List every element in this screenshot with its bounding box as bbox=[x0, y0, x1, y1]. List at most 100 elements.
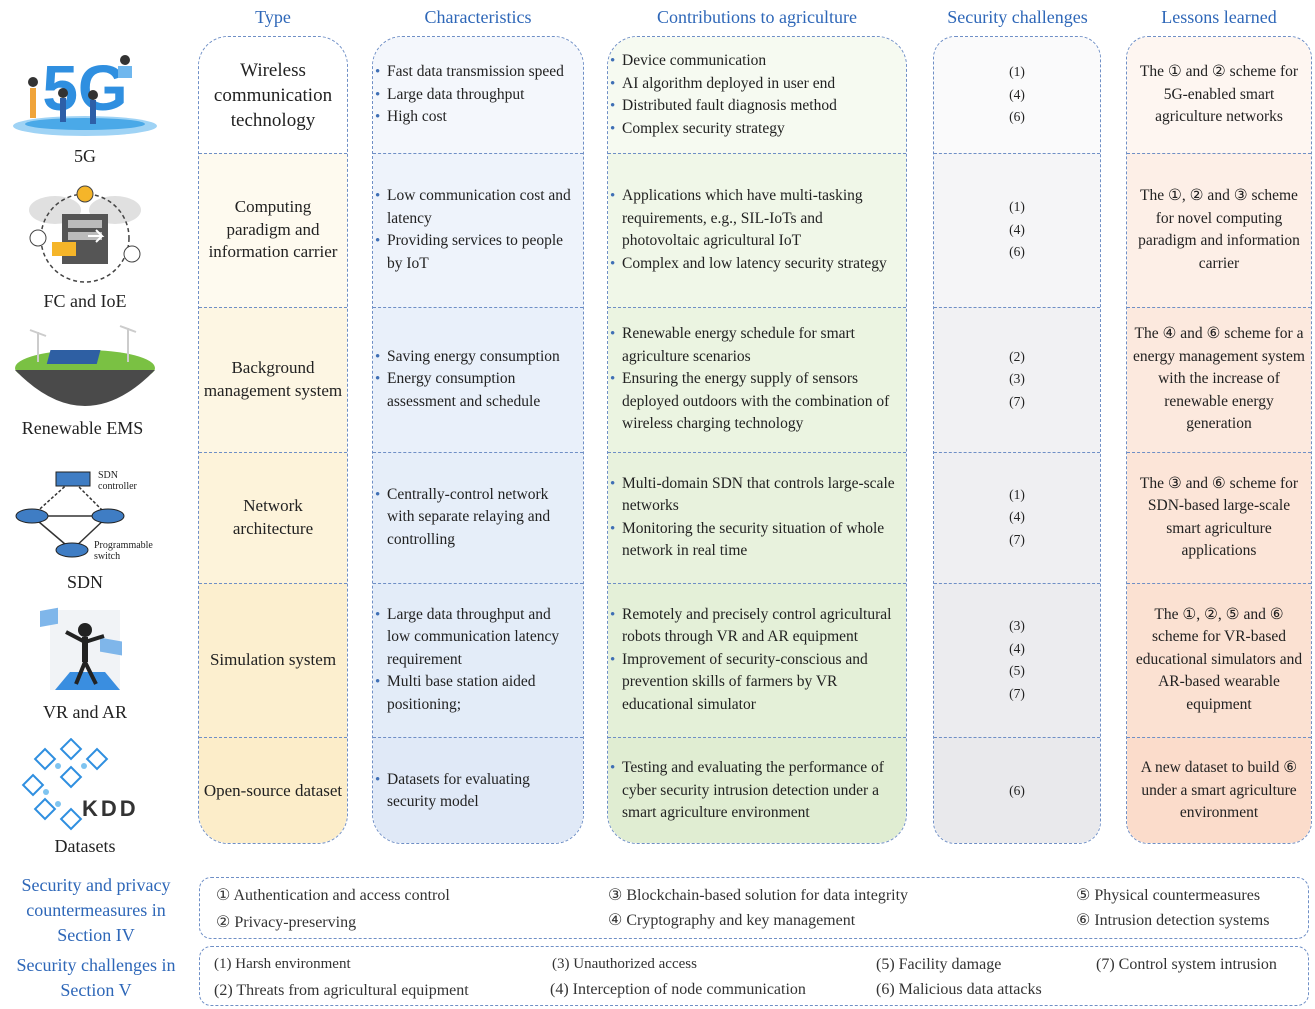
legend-item: (6) Malicious data attacks bbox=[876, 981, 1042, 998]
legend-item: ④ Cryptography and key management bbox=[608, 912, 856, 929]
security-challenges-column: (1) (4) (6) (1) (4) (6) (2) (3) (7) (1) … bbox=[933, 36, 1101, 844]
legend-item: (7) Control system intrusion bbox=[1096, 956, 1277, 973]
challenge-list: (2) (3) (7) bbox=[934, 346, 1100, 414]
list-item: AI algorithm deployed in user end bbox=[610, 73, 837, 96]
legend-item: (2) Threats from agricultural equipment bbox=[214, 982, 469, 999]
characteristics-list: Centrally-control network with separate … bbox=[373, 484, 583, 552]
contributions-list: Testing and evaluating the performance o… bbox=[608, 757, 906, 825]
challenges-legend-title: Security challenges in Section V bbox=[16, 955, 176, 1000]
kdd-dataset-icon: KDD bbox=[0, 737, 170, 833]
contributions-list: Applications which have multi-tasking re… bbox=[608, 185, 906, 275]
lesson-text: The ①, ② and ③ scheme for novel computin… bbox=[1138, 187, 1300, 272]
list-item: Device communication bbox=[610, 50, 837, 73]
list-item: Multi base station aided positioning; bbox=[375, 671, 577, 716]
challenge-ref: (1) bbox=[1009, 64, 1025, 80]
challenge-list: (1) (4) (7) bbox=[934, 484, 1100, 552]
challenge-ref: (4) bbox=[1009, 221, 1025, 237]
list-item: Large data throughput bbox=[375, 84, 564, 107]
lesson-text: The ① and ② scheme for 5G-enabled smart … bbox=[1139, 63, 1299, 126]
list-item: Renewable energy schedule for smart agri… bbox=[610, 323, 900, 368]
legend-item: ② Privacy-preserving bbox=[216, 914, 357, 931]
header-characteristics: Characteristics bbox=[424, 7, 532, 27]
icon-label-datasets: Datasets bbox=[54, 836, 116, 856]
legend-item: (4) Interception of node communication bbox=[550, 981, 806, 998]
icon-label-sdn: SDN bbox=[66, 572, 103, 592]
list-item: High cost bbox=[375, 106, 564, 129]
list-item: Centrally-control network with separate … bbox=[375, 484, 577, 552]
legend-item: (1) Harsh environment bbox=[214, 956, 351, 972]
list-item: Complex and low latency security strateg… bbox=[610, 253, 900, 276]
challenge-list: (1) (4) (6) bbox=[934, 196, 1100, 264]
challenge-ref: (2) bbox=[1009, 348, 1025, 364]
list-item: Remotely and precisely control agricultu… bbox=[610, 604, 900, 649]
list-item: Complex security strategy bbox=[610, 118, 837, 141]
contributions-list: Multi-domain SDN that controls large-sca… bbox=[608, 473, 906, 563]
sdn-controller-label: SDN controller bbox=[98, 470, 137, 492]
list-item: Multi-domain SDN that controls large-sca… bbox=[610, 473, 900, 518]
challenge-ref: (1) bbox=[1009, 199, 1025, 215]
type-cell: Computing paradigm and information carri… bbox=[208, 197, 338, 262]
challenge-list: (1) (4) (6) bbox=[934, 61, 1100, 129]
challenge-ref: (3) bbox=[1009, 371, 1025, 387]
challenge-ref: (5) bbox=[1009, 663, 1025, 678]
challenge-ref: (6) bbox=[1009, 244, 1025, 260]
header-contributions: Contributions to agriculture bbox=[657, 7, 857, 27]
icon-label-5g: 5G bbox=[74, 146, 96, 166]
header-lessons-learned: Lessons learned bbox=[1161, 7, 1277, 27]
lesson-text: The ④ and ⑥ scheme for a energy manageme… bbox=[1133, 325, 1305, 433]
legend-item: ① Authentication and access control bbox=[216, 887, 450, 904]
list-item: Saving energy consumption bbox=[375, 346, 577, 369]
type-cell: Simulation system bbox=[209, 649, 337, 669]
challenge-ref: (6) bbox=[1009, 782, 1025, 798]
list-item: Improvement of security-conscious and pr… bbox=[610, 649, 900, 717]
challenges-legend: (1) Harsh environment (2) Threats from a… bbox=[199, 946, 1309, 1006]
challenge-ref: (4) bbox=[1009, 509, 1025, 525]
lesson-text: The ①, ②, ⑤ and ⑥ scheme for VR-based ed… bbox=[1135, 605, 1303, 713]
challenge-ref: (7) bbox=[1009, 685, 1025, 701]
type-column: Wireless communication technology Comput… bbox=[198, 36, 348, 844]
fog-computing-icon bbox=[0, 180, 170, 292]
icon-label-vr-ar: VR and AR bbox=[42, 702, 127, 722]
icon-label-fc-ioe: FC and IoE bbox=[43, 291, 127, 311]
list-item: Testing and evaluating the performance o… bbox=[610, 757, 900, 825]
type-cell: Network architecture bbox=[232, 496, 314, 538]
list-item: Energy consumption assessment and schedu… bbox=[375, 368, 577, 413]
challenge-ref: (7) bbox=[1009, 393, 1025, 409]
challenge-ref: (3) bbox=[1009, 618, 1025, 633]
icon-label-renewable-ems: Renewable EMS bbox=[21, 418, 144, 438]
characteristics-column: Fast data transmission speed Large data … bbox=[372, 36, 584, 844]
vr-user-icon bbox=[0, 602, 170, 697]
countermeasures-legend-title: Security and privacy countermeasures in … bbox=[21, 875, 171, 945]
type-cell: Open-source dataset bbox=[203, 780, 343, 800]
svg-text:5G: 5G bbox=[42, 52, 127, 124]
characteristics-list: Saving energy consumption Energy consump… bbox=[373, 346, 583, 414]
list-item: Monitoring the security situation of who… bbox=[610, 518, 900, 563]
challenge-ref: (6) bbox=[1009, 109, 1025, 125]
characteristics-list: Large data throughput and low communicat… bbox=[373, 604, 583, 717]
legend-item: ③ Blockchain-based solution for data int… bbox=[608, 887, 909, 904]
legend-item: (3) Unauthorized access bbox=[552, 956, 697, 972]
list-item: Ensuring the energy supply of sensors de… bbox=[610, 368, 900, 436]
programmable-switch-label: Programmable switch bbox=[94, 540, 153, 562]
list-item: Datasets for evaluating security model bbox=[375, 769, 577, 814]
challenge-ref: (1) bbox=[1009, 486, 1025, 502]
challenge-ref: (4) bbox=[1009, 640, 1025, 656]
characteristics-list: Low communication cost and latency Provi… bbox=[373, 185, 583, 275]
legend-item: ⑥ Intrusion detection systems bbox=[1076, 912, 1270, 929]
legend-item: ⑤ Physical countermeasures bbox=[1076, 887, 1261, 904]
lessons-learned-column: The ① and ② scheme for 5G-enabled smart … bbox=[1126, 36, 1312, 844]
contributions-list: Device communication AI algorithm deploy… bbox=[608, 50, 843, 140]
list-item: Applications which have multi-tasking re… bbox=[610, 185, 900, 253]
kdd-logo-text: KDD bbox=[82, 796, 139, 821]
list-item: Providing services to people by IoT bbox=[375, 230, 577, 275]
list-item: Fast data transmission speed bbox=[375, 61, 564, 84]
type-cell: Background management system bbox=[203, 358, 343, 400]
floating-island-solar-icon bbox=[0, 322, 170, 417]
contributions-list: Renewable energy schedule for smart agri… bbox=[608, 323, 906, 436]
header-security-challenges: Security challenges bbox=[947, 7, 1088, 27]
characteristics-list: Datasets for evaluating security model bbox=[373, 769, 583, 814]
lesson-text: A new dataset to build ⑥ under a smart a… bbox=[1140, 759, 1298, 822]
type-cell: Wireless communication technology bbox=[213, 59, 333, 131]
legend-item: (5) Facility damage bbox=[876, 956, 1002, 973]
challenge-list: (3) (4) (5) (7) bbox=[934, 615, 1100, 705]
